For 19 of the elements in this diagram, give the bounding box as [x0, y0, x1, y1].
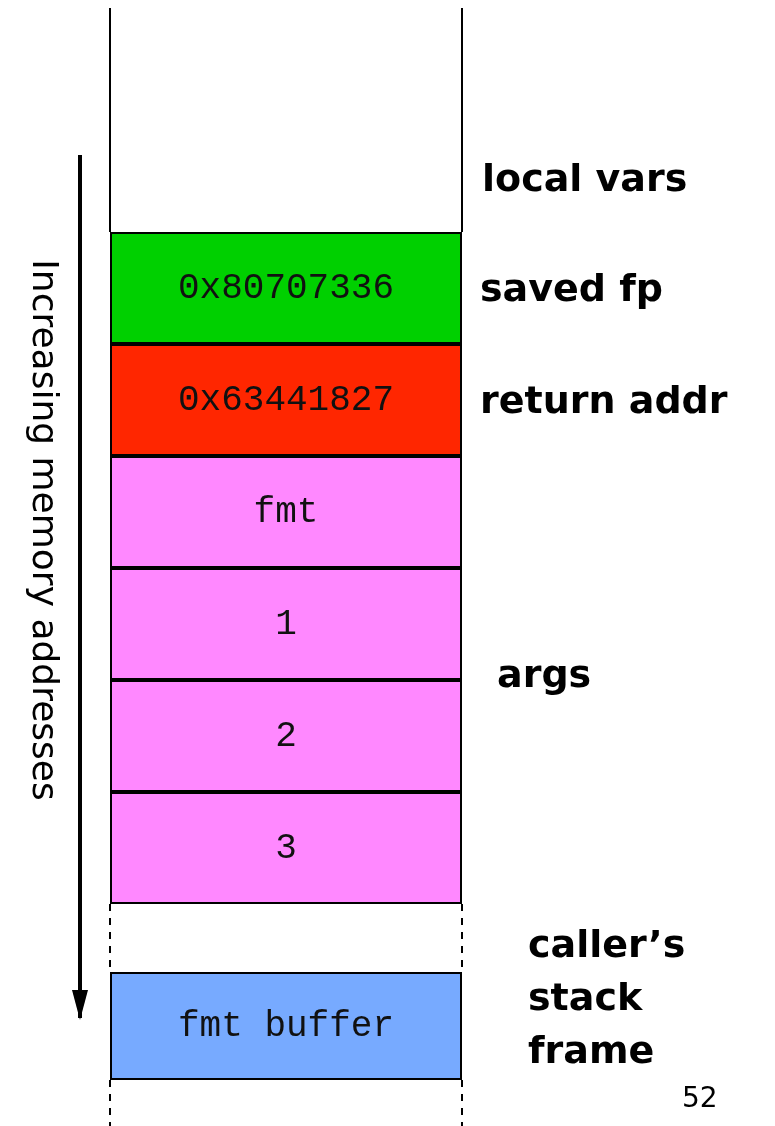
stack-slot: [110, 972, 462, 1080]
slot-value: 3: [275, 827, 297, 869]
slot-label: saved fp: [480, 266, 663, 310]
region-label: caller’s stack frame: [528, 921, 687, 1075]
page-number: 52: [682, 1080, 718, 1116]
slot-value: 2: [275, 715, 297, 757]
slot-value: fmt buffer: [177, 1005, 394, 1047]
slot-value: 0x80707336: [177, 267, 394, 309]
axis-caption: Increasing memory addresses: [24, 258, 66, 803]
region-label: local vars: [482, 155, 688, 202]
slot-value: fmt: [253, 491, 319, 533]
stack-slot: [110, 792, 462, 904]
stack-slot: [110, 680, 462, 792]
slot-label: return addr: [480, 378, 728, 422]
slot-value: 0x63441827: [177, 379, 394, 421]
slot-value: 1: [275, 603, 297, 645]
stack-slot: [110, 568, 462, 680]
region-label: args: [497, 651, 592, 698]
stack-slot: [110, 456, 462, 568]
